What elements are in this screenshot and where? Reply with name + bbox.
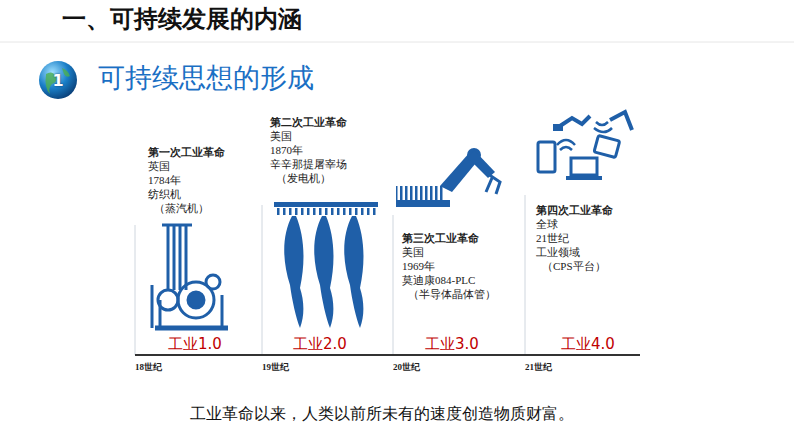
era-detail: 纺织机 [148,188,181,201]
century-label: 19世纪 [262,362,289,372]
era-detail: 1784年 [148,174,181,187]
era-detail: 1870年 [270,144,303,157]
era-detail: （半导体晶体管） [408,288,496,301]
century-label: 18世纪 [135,362,162,372]
era-detail: 辛辛那提屠宰场 [270,158,347,171]
section-subtitle: 可持续思想的形成 [98,62,314,93]
textile-machine [152,225,228,328]
era-detail: 美国 [402,246,424,259]
time-axis [135,354,640,356]
era-detail: 1969年 [402,260,435,273]
era-detail: （发电机） [276,172,331,185]
robot-arm [396,148,500,207]
era-heading: 第一次工业革命 [148,146,225,159]
era-detail: 工业领域 [536,246,580,259]
era-heading: 第二次工业革命 [270,116,347,129]
step-number: 1 [38,71,78,90]
era-detail: （蒸汽机） [154,202,209,215]
era-detail: 21世纪 [536,232,569,245]
era-detail: 美国 [270,130,292,143]
century-label: 20世纪 [393,362,420,372]
industry-label: 工业2.0 [291,336,349,353]
conveyor-line [274,202,378,328]
header-rule [0,42,794,43]
era-detail: 全球 [536,218,558,231]
industry-label: 工业4.0 [559,336,617,353]
era-detail: （CPS平台） [542,260,606,273]
globe-number: 1 [38,60,78,100]
industry-label: 工业1.0 [166,336,224,353]
divider-lines [135,195,525,355]
era-heading: 第四次工业革命 [536,204,613,217]
industry-label: 工业3.0 [423,336,481,353]
century-label: 21世纪 [525,362,552,372]
cps-devices [538,112,632,180]
era-heading: 第三次工业革命 [402,232,479,245]
era-detail: 莫迪康084-PLC [402,274,475,287]
era-detail: 英国 [148,160,170,173]
slide-caption: 工业革命以来，人类以前所未有的速度创造物质财富。 [190,405,574,423]
slide-title: 一、可持续发展的内涵 [62,6,302,34]
